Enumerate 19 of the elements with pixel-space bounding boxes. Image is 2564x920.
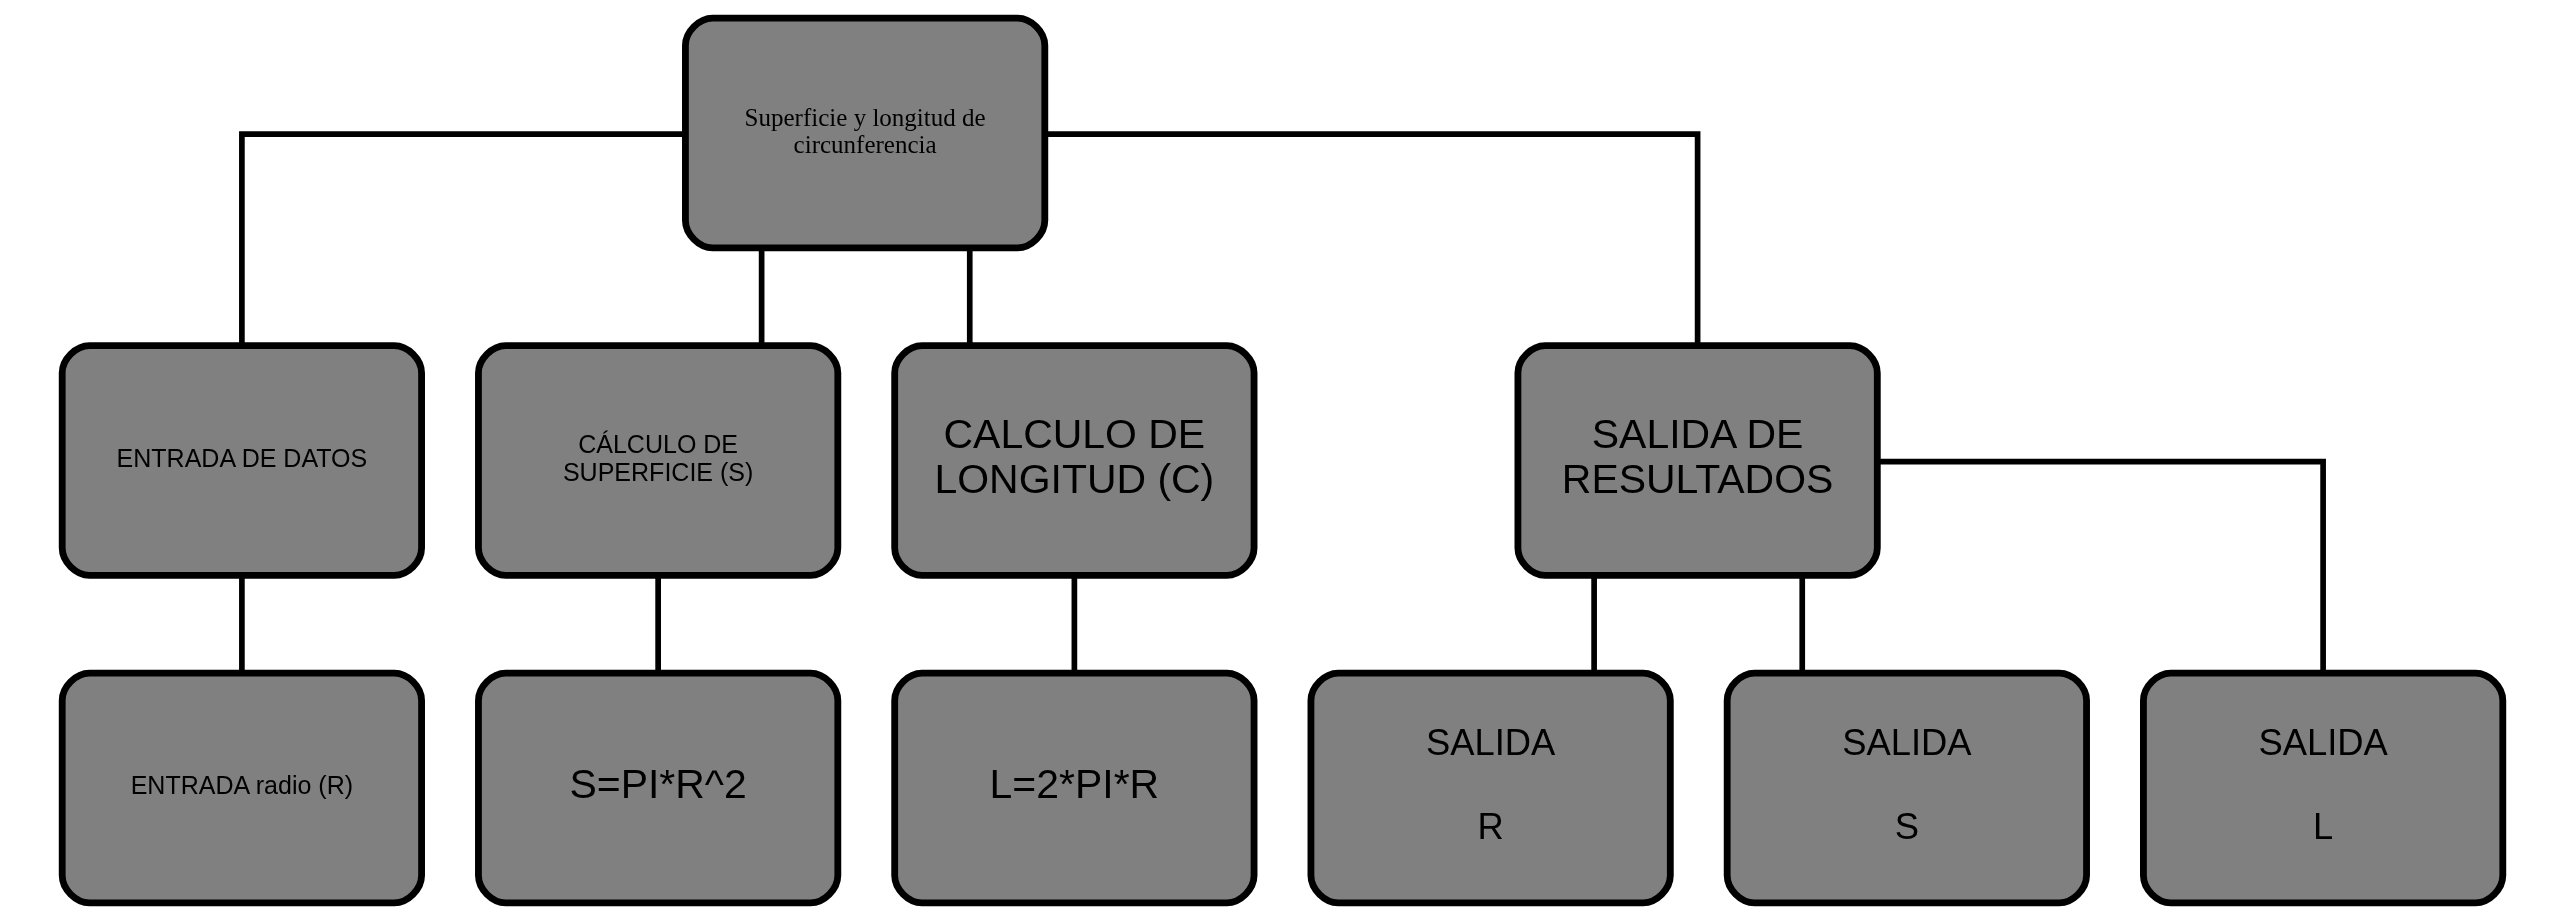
node-box: SALIDA L [2139,669,2506,906]
node-box: S=PI*R^2 [474,669,841,906]
connector [238,130,685,345]
node-box: ENTRADA radio (R) [58,669,425,906]
connector [238,575,245,672]
connector [1590,575,1597,672]
connector [1045,130,1700,345]
node-box: SALIDA DE RESULTADOS [1514,341,1881,579]
connector [1071,575,1077,672]
connector [1877,458,2326,673]
node-box: CÁLCULO DE SUPERFICIE (S) [474,341,841,579]
connector [654,575,661,672]
node-box: Superficie y longitud de circunferencia [681,14,1048,251]
node-box: CALCULO DE LONGITUD (C) [890,341,1257,579]
node-box: ENTRADA DE DATOS [58,341,425,579]
node-box: SALIDA R [1307,669,1674,906]
node-box: L=2*PI*R [890,669,1257,906]
connector [1798,575,1805,672]
node-box: SALIDA S [1723,669,2090,906]
